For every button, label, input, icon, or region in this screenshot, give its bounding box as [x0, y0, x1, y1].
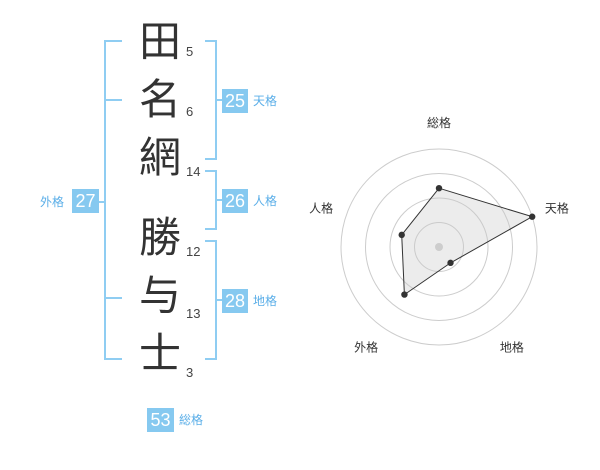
radar-center-dot: [435, 243, 443, 251]
chikaku-value-badge: 28: [222, 289, 248, 313]
name-char-2: 名: [138, 75, 181, 124]
gaikaku-bracket: [104, 40, 122, 360]
radar-point-5: [398, 231, 405, 239]
tenkaku-value-badge: 25: [222, 89, 248, 113]
radar-axis-label-5: 人格: [309, 201, 333, 216]
stroke-count-1: 5: [186, 44, 194, 59]
radar-axis-label-1: 総格: [427, 115, 451, 130]
tenkaku-label: 天格: [253, 94, 278, 108]
stroke-count-3: 14: [186, 164, 201, 179]
radar-ring-3: [365, 173, 513, 321]
name-char-5: 与: [138, 271, 181, 320]
radar-axis-label-3: 地格: [500, 339, 524, 354]
radar-point-3: [447, 259, 454, 267]
radar-point-4: [401, 291, 408, 298]
radar-ring-2: [389, 197, 489, 297]
gaikaku-value-badge: 27: [72, 189, 99, 213]
name-char-6: 士: [138, 329, 181, 378]
radar-polygon: [401, 187, 534, 296]
jinkaku-value-badge: 26: [222, 189, 248, 213]
radar-axis-label-4: 外格: [354, 339, 378, 354]
soukaku-label: 総格: [179, 413, 204, 427]
stroke-count-4: 12: [186, 244, 201, 259]
stroke-count-5: 13: [186, 306, 201, 321]
radar-point-2: [529, 213, 536, 220]
soukaku-value-badge: 53: [147, 408, 174, 432]
stroke-count-6: 3: [186, 365, 194, 380]
jinkaku-label: 人格: [253, 194, 278, 208]
gaikaku-label: 外格: [40, 195, 65, 209]
name-char-3: 網: [138, 133, 181, 182]
name-char-1: 田: [138, 17, 181, 66]
stroke-count-2: 6: [186, 104, 194, 119]
chikaku-label: 地格: [253, 294, 278, 308]
radar-point-1: [435, 185, 443, 192]
name-char-4: 勝: [138, 213, 181, 262]
radar-axis-label-2: 天格: [545, 201, 569, 216]
radar-ring-4: [340, 148, 538, 346]
radar-ring-1: [414, 222, 464, 272]
